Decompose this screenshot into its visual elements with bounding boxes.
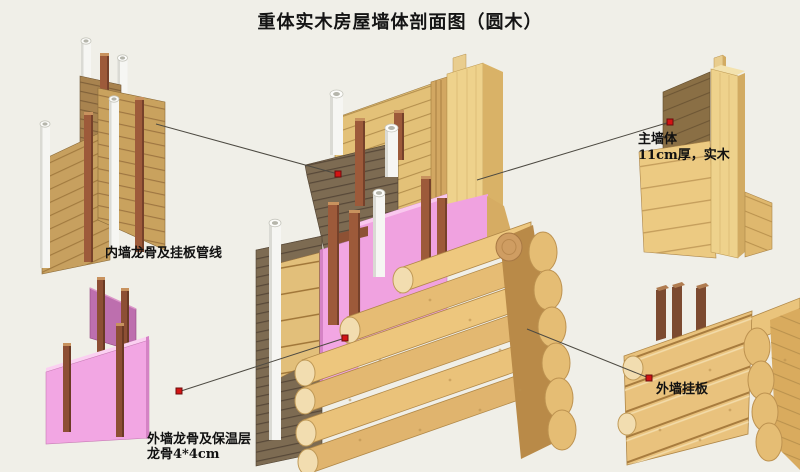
main-beam — [446, 53, 503, 208]
lumber-stack — [275, 251, 323, 381]
callout-marker — [666, 118, 674, 126]
pvc-pipe — [384, 123, 399, 177]
callout-marker — [334, 170, 342, 178]
log-wall-face — [617, 310, 753, 466]
callout-label-outer-frame: 外墙龙骨及保温层 龙骨4*4cm — [147, 432, 251, 462]
leader-line — [526, 328, 650, 379]
wall-stud — [672, 282, 685, 347]
wall-stud — [437, 198, 447, 255]
wall-stud — [349, 210, 360, 318]
wall-plank-face-right — [744, 191, 773, 258]
wall-stud — [84, 112, 93, 262]
callout-label-main-wall: 主墙体 11cm厚，实木 — [638, 132, 730, 164]
cladding-fragment — [617, 282, 800, 470]
pvc-pipe — [372, 188, 386, 277]
wall-stud — [328, 202, 339, 325]
wall-stud — [116, 323, 124, 437]
wall-stud — [63, 343, 71, 432]
wall-stud — [421, 176, 431, 262]
callout-label-line: 主墙体 — [638, 132, 678, 147]
wall-stud — [135, 97, 144, 252]
inner-wall-fragment — [39, 37, 166, 275]
insulation-fragment — [45, 277, 150, 445]
callout-label-outer-cladding: 外墙挂板 — [656, 382, 709, 397]
wall-back-face — [662, 71, 711, 161]
log-end — [297, 448, 319, 472]
pvc-pipe — [108, 95, 120, 247]
callout-label-line: 龙骨4*4cm — [147, 447, 220, 462]
wall-stud — [121, 288, 129, 345]
callout-label-line: 11cm厚，实木 — [638, 148, 730, 163]
wall-stud — [97, 277, 105, 352]
log-wall — [294, 221, 577, 472]
wood-knots — [658, 358, 787, 442]
pvc-pipe — [39, 120, 51, 268]
corner-log-ends — [743, 327, 783, 462]
main-wall-fragment — [638, 54, 773, 259]
log-end — [294, 387, 316, 415]
wall-section-assembly — [255, 53, 577, 472]
pvc-pipe — [80, 37, 92, 78]
leader-line — [180, 337, 346, 392]
grooved-board — [430, 76, 448, 212]
wood-knots — [348, 298, 522, 442]
callout-label-inner-wall: 内墙龙骨及挂板管线 — [105, 246, 223, 261]
corner-post — [710, 54, 745, 259]
callout-label-line: 外墙龙骨及保温层 — [147, 432, 252, 447]
callout-marker — [645, 374, 653, 382]
wall-stud — [394, 110, 404, 160]
log-end — [392, 266, 414, 294]
log-end — [617, 412, 637, 436]
wall-stud — [100, 53, 109, 90]
insulation-board-front — [45, 336, 150, 445]
log-end — [622, 355, 644, 381]
pvc-pipe — [268, 218, 282, 440]
callout-marker — [341, 334, 349, 342]
corner-log-ends — [528, 231, 577, 451]
log-end — [294, 359, 316, 387]
callout-marker — [175, 387, 183, 395]
log-end-round — [495, 232, 523, 262]
pvc-pipe — [329, 89, 344, 155]
page-title: 重体实木房屋墙体剖面图（圆木） — [257, 12, 543, 33]
leader-line — [155, 123, 339, 175]
leader-line — [476, 121, 671, 181]
wall-stud — [656, 285, 669, 341]
callout-lines — [155, 121, 671, 392]
log-end — [295, 419, 317, 447]
wall-stud — [355, 118, 365, 206]
wall-plank-face — [638, 140, 717, 259]
pvc-pipe — [117, 54, 128, 94]
callout-markers — [175, 118, 674, 395]
